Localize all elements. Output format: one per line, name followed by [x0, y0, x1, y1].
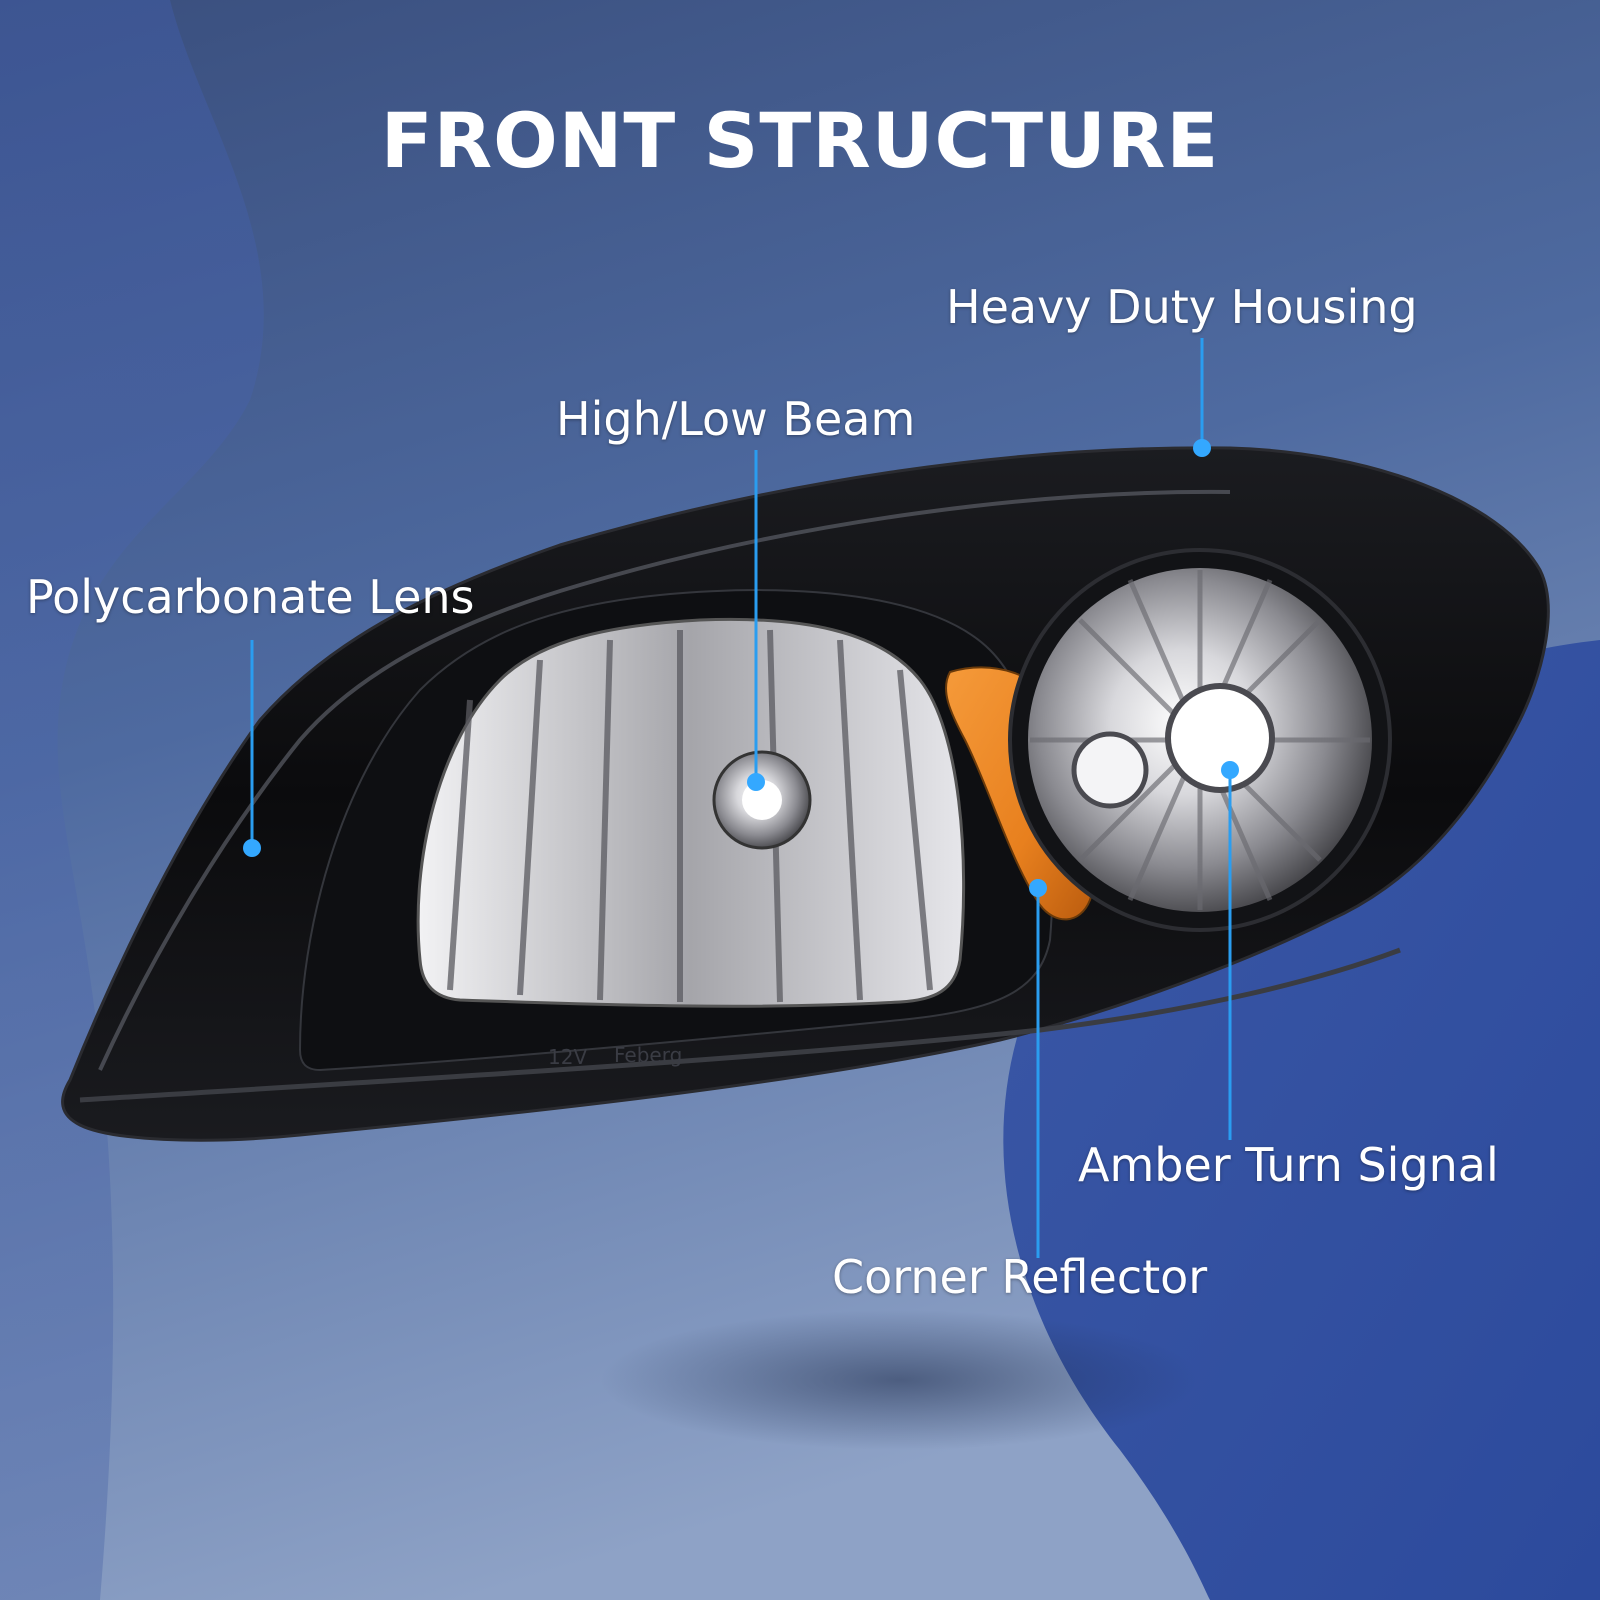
label-amber-turn-signal: Amber Turn Signal: [1078, 1138, 1499, 1192]
callout-dot-lens: [243, 839, 261, 857]
callout-housing: [1193, 338, 1211, 457]
beam-reflector: [416, 617, 966, 1008]
lens-highlight: [98, 489, 1231, 1071]
callout-dot-reflector: [1029, 879, 1047, 897]
label-high-low-beam: High/Low Beam: [556, 392, 916, 446]
bottom-trim: [79, 947, 1401, 1103]
callout-lens: [243, 640, 261, 857]
callout-reflector: [1029, 879, 1047, 1258]
callout-dot-beam: [747, 773, 765, 791]
callout-beam: [747, 450, 765, 791]
brand-marking: Feberg: [614, 1043, 682, 1067]
background-wave-left: [0, 0, 264, 1600]
voltage-marking: 12V: [548, 1045, 587, 1069]
callout-turn-signal: [1221, 761, 1239, 1140]
label-heavy-duty-housing: Heavy Duty Housing: [946, 280, 1418, 334]
label-polycarbonate-lens: Polycarbonate Lens: [26, 570, 475, 624]
page-title: FRONT STRUCTURE: [380, 96, 1220, 185]
side-bulb: [1071, 731, 1149, 809]
callout-dot-turn-signal: [1221, 761, 1239, 779]
callout-dot-housing: [1193, 439, 1211, 457]
reflector-facets: [447, 629, 933, 1003]
floor-shadow: [600, 1310, 1200, 1450]
round-reflector-lens: [1165, 683, 1275, 793]
label-corner-reflector: Corner Reflector: [832, 1250, 1208, 1304]
